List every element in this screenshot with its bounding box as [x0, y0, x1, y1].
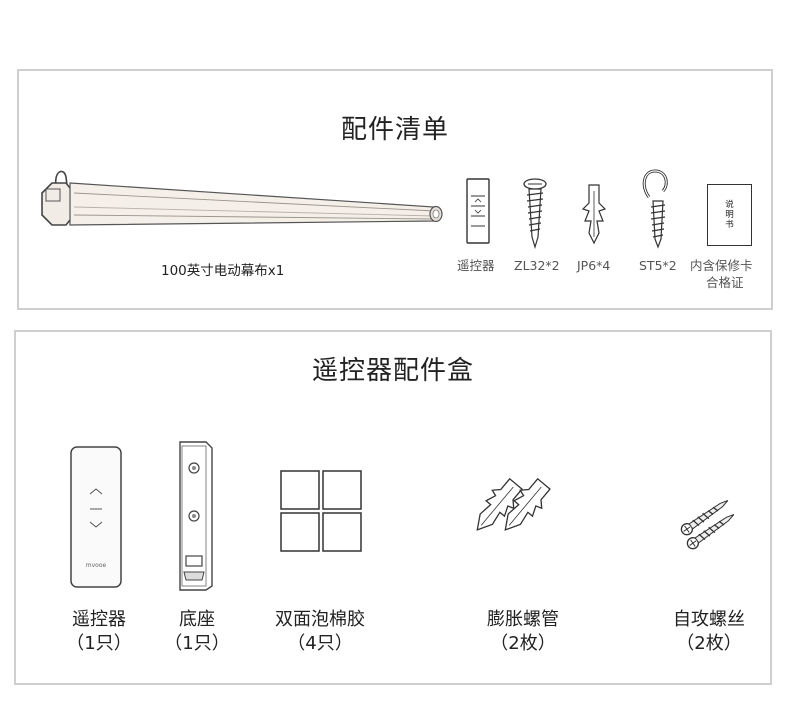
item-label-remote: 遥控器 [457, 258, 495, 273]
remote-accessory-box-panel: 遥控器配件盒 mvooe [14, 330, 772, 685]
remote-box-title: 遥控器配件盒 [311, 356, 474, 386]
box-item-remote: 遥控器 （1只） [44, 608, 154, 656]
box-item-qty: （2枚） [490, 633, 556, 654]
self-tapping-screw-icon [680, 500, 735, 550]
box-item-name: 自攻螺丝 [673, 609, 745, 630]
manual-book-icon: 说 明 书 [707, 184, 752, 246]
item-label-warranty-line1: 内含保修卡 [690, 258, 753, 273]
manual-char: 书 [725, 220, 734, 230]
wall-anchor-icon [581, 184, 607, 245]
remote-small-icon [466, 178, 490, 244]
box-item-qty: （4只） [287, 633, 353, 654]
box-item-self-tapping-screw: 自攻螺丝 （2枚） [654, 608, 764, 656]
accessory-list-panel: 配件清单 100英寸电动幕布x1 遥控器 ZL32*2 [17, 69, 773, 310]
manual-char: 明 [725, 210, 734, 220]
screen-caption: 100英寸电动幕布x1 [161, 263, 285, 279]
box-item-expansion-anchor: 膨胀螺管 （2枚） [468, 608, 578, 656]
box-item-name: 遥控器 [72, 609, 126, 630]
remote-control-icon: mvooe [70, 446, 122, 588]
box-item-foam-tape: 双面泡棉胶 （4只） [260, 608, 380, 656]
projector-screen-illustration [41, 170, 443, 226]
remote-brand-text: mvooe [86, 562, 107, 569]
box-item-name: 双面泡棉胶 [275, 609, 365, 630]
box-item-qty: （2枚） [676, 633, 742, 654]
item-label-jp6: JP6*4 [577, 258, 611, 273]
item-label-zl32: ZL32*2 [514, 258, 560, 273]
accessory-list-title: 配件清单 [340, 115, 449, 145]
box-item-qty: （1只） [164, 633, 230, 654]
screw-icon [523, 178, 547, 249]
box-item-name: 膨胀螺管 [487, 609, 559, 630]
item-label-st5: ST5*2 [639, 258, 677, 273]
item-label-warranty-line2: 合格证 [706, 275, 744, 290]
box-item-name: 底座 [179, 609, 215, 630]
foam-tape-icon [280, 470, 362, 552]
expansion-anchor-icon [476, 477, 551, 531]
box-item-base: 底座 （1只） [142, 608, 252, 656]
box-item-qty: （1只） [66, 633, 132, 654]
remote-mount-base-icon [179, 441, 213, 591]
manual-char: 说 [725, 200, 734, 210]
hook-screw-icon [642, 169, 668, 249]
